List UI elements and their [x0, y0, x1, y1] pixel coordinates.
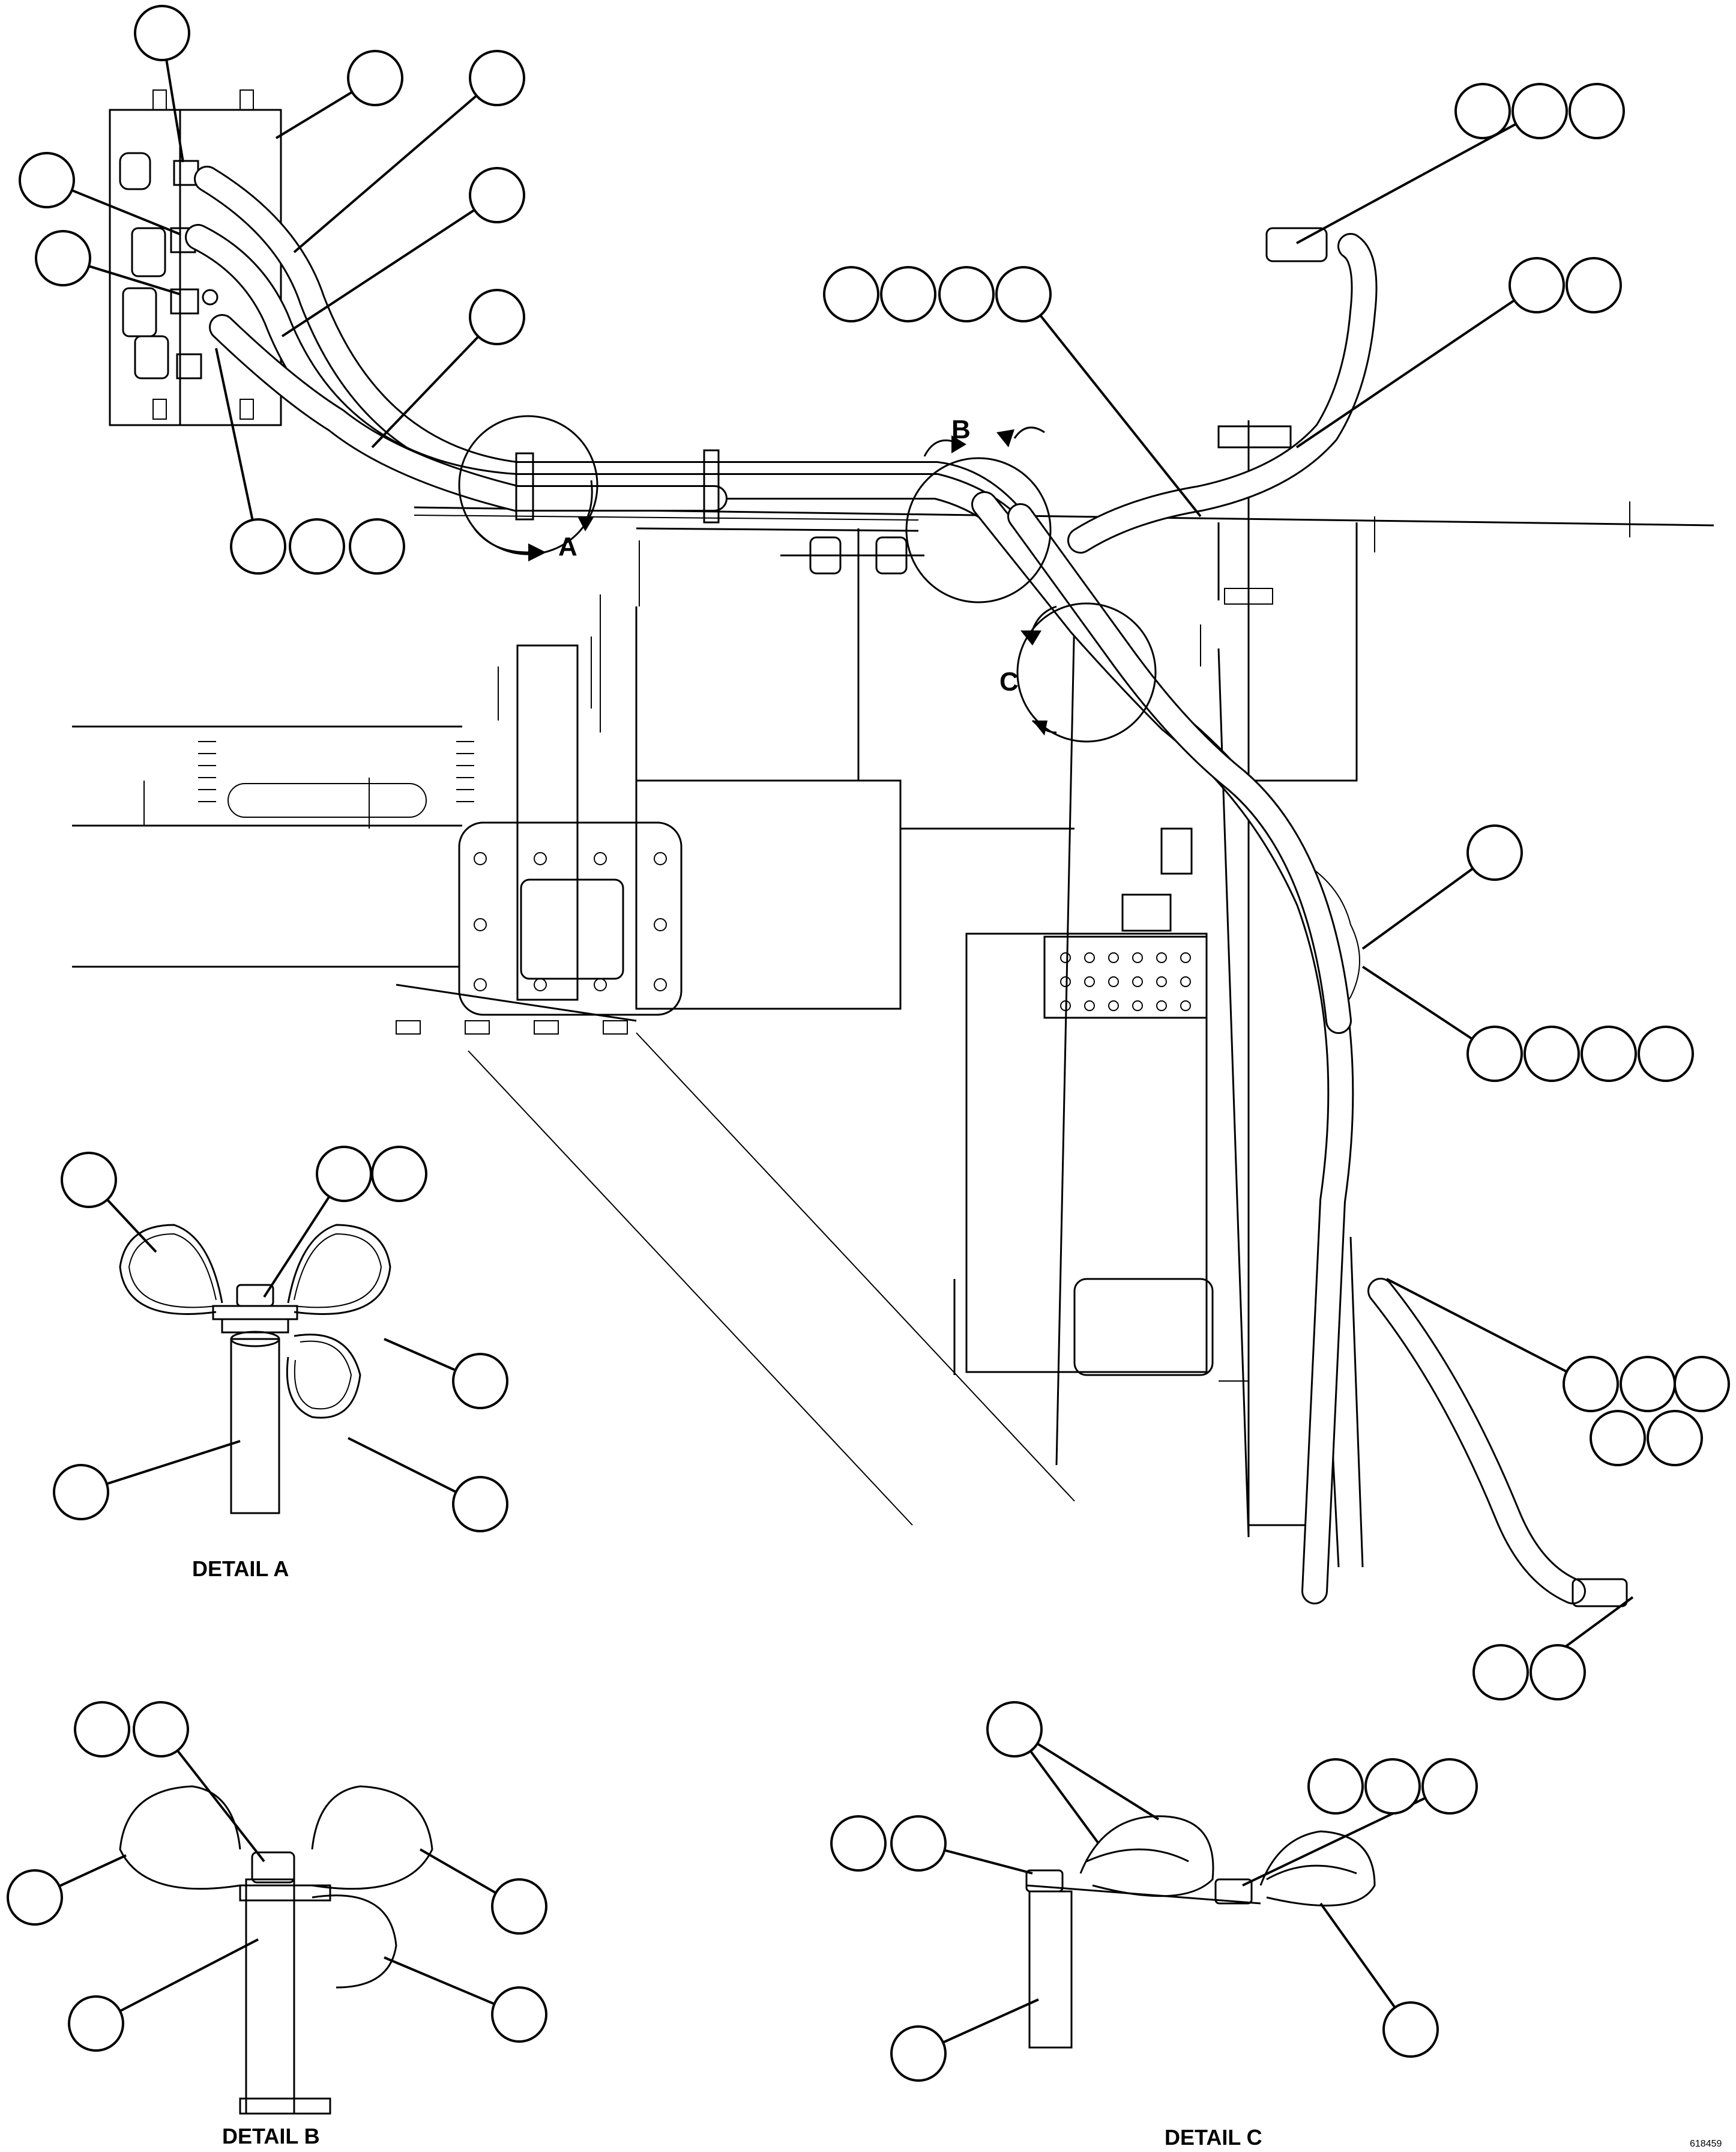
view-label-b: B — [951, 415, 971, 444]
detail-b-clamp-assembly: DETAIL B — [7, 1701, 547, 2148]
detail-c-title: DETAIL C — [1165, 2125, 1262, 2150]
view-direction-arrows: A B C — [473, 415, 1057, 736]
hydraulic-hoses — [185, 166, 1628, 1607]
view-callout-circles — [458, 415, 1157, 743]
detail-c-clamp-assembly: DETAIL C — [830, 1701, 1478, 2150]
detail-b-title: DETAIL B — [222, 2124, 320, 2148]
drawing-number: 618459 — [1690, 2139, 1722, 2149]
view-label-a: A — [558, 532, 577, 561]
valve-manifold — [109, 89, 282, 426]
detail-a-title: DETAIL A — [192, 1556, 289, 1581]
frame-structure — [72, 420, 1714, 1568]
detail-a-clamp-assembly: DETAIL A — [53, 1146, 508, 1581]
callout-bubbles-main — [19, 5, 1730, 1700]
view-label-c: C — [999, 667, 1019, 697]
